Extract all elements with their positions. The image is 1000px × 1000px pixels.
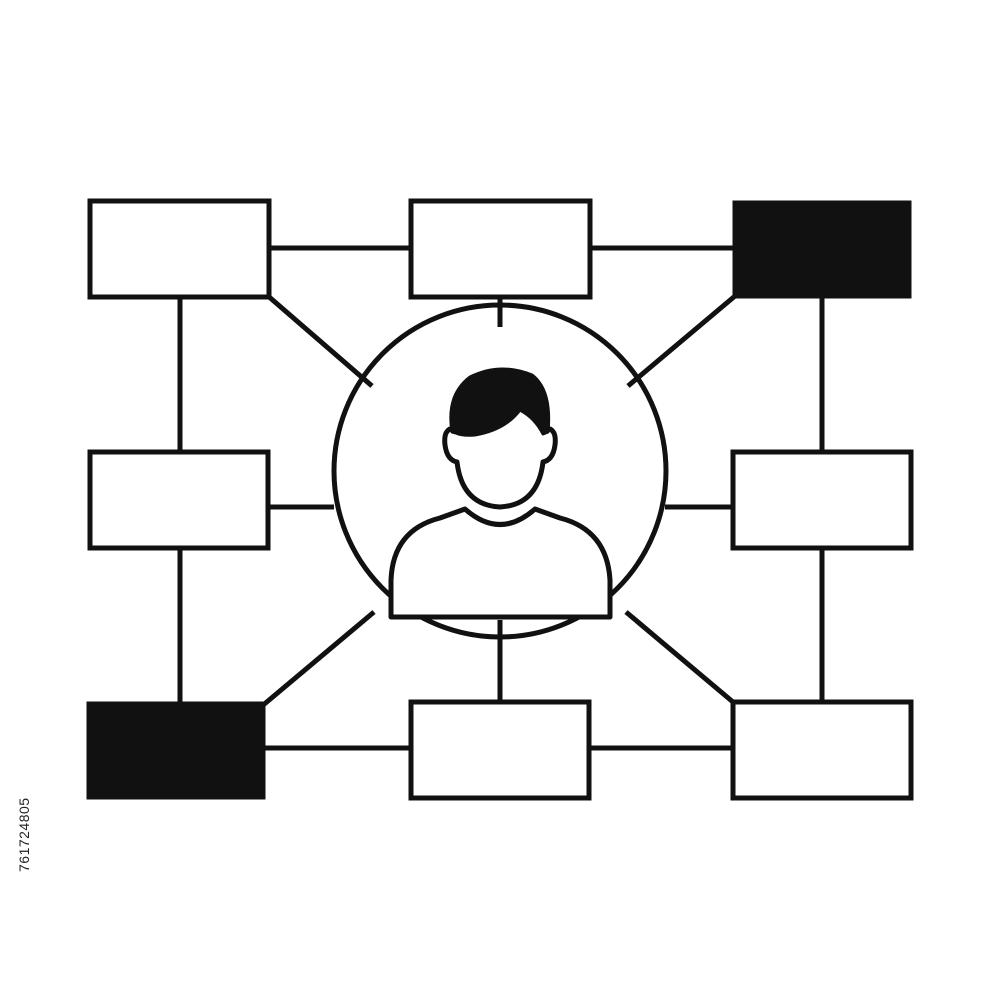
node-top-center — [408, 198, 593, 300]
node-bottom-center — [408, 699, 592, 801]
person-torso — [388, 506, 613, 620]
edge-center-top-right — [626, 294, 737, 388]
node-middle-right — [730, 449, 914, 551]
person-icon — [388, 367, 613, 620]
edge-center-top-left — [266, 294, 374, 388]
node-middle-left — [87, 449, 271, 551]
edge-center-bottom-right — [624, 610, 735, 704]
node-bottom-left — [86, 701, 266, 800]
node-top-left — [87, 198, 272, 300]
edge-center-bottom-left — [260, 610, 376, 708]
center-circle — [331, 302, 669, 640]
person-hair — [449, 367, 551, 437]
node-bottom-right — [730, 699, 914, 801]
node-top-right — [732, 200, 912, 299]
watermark-id: 761724805 — [16, 797, 32, 873]
